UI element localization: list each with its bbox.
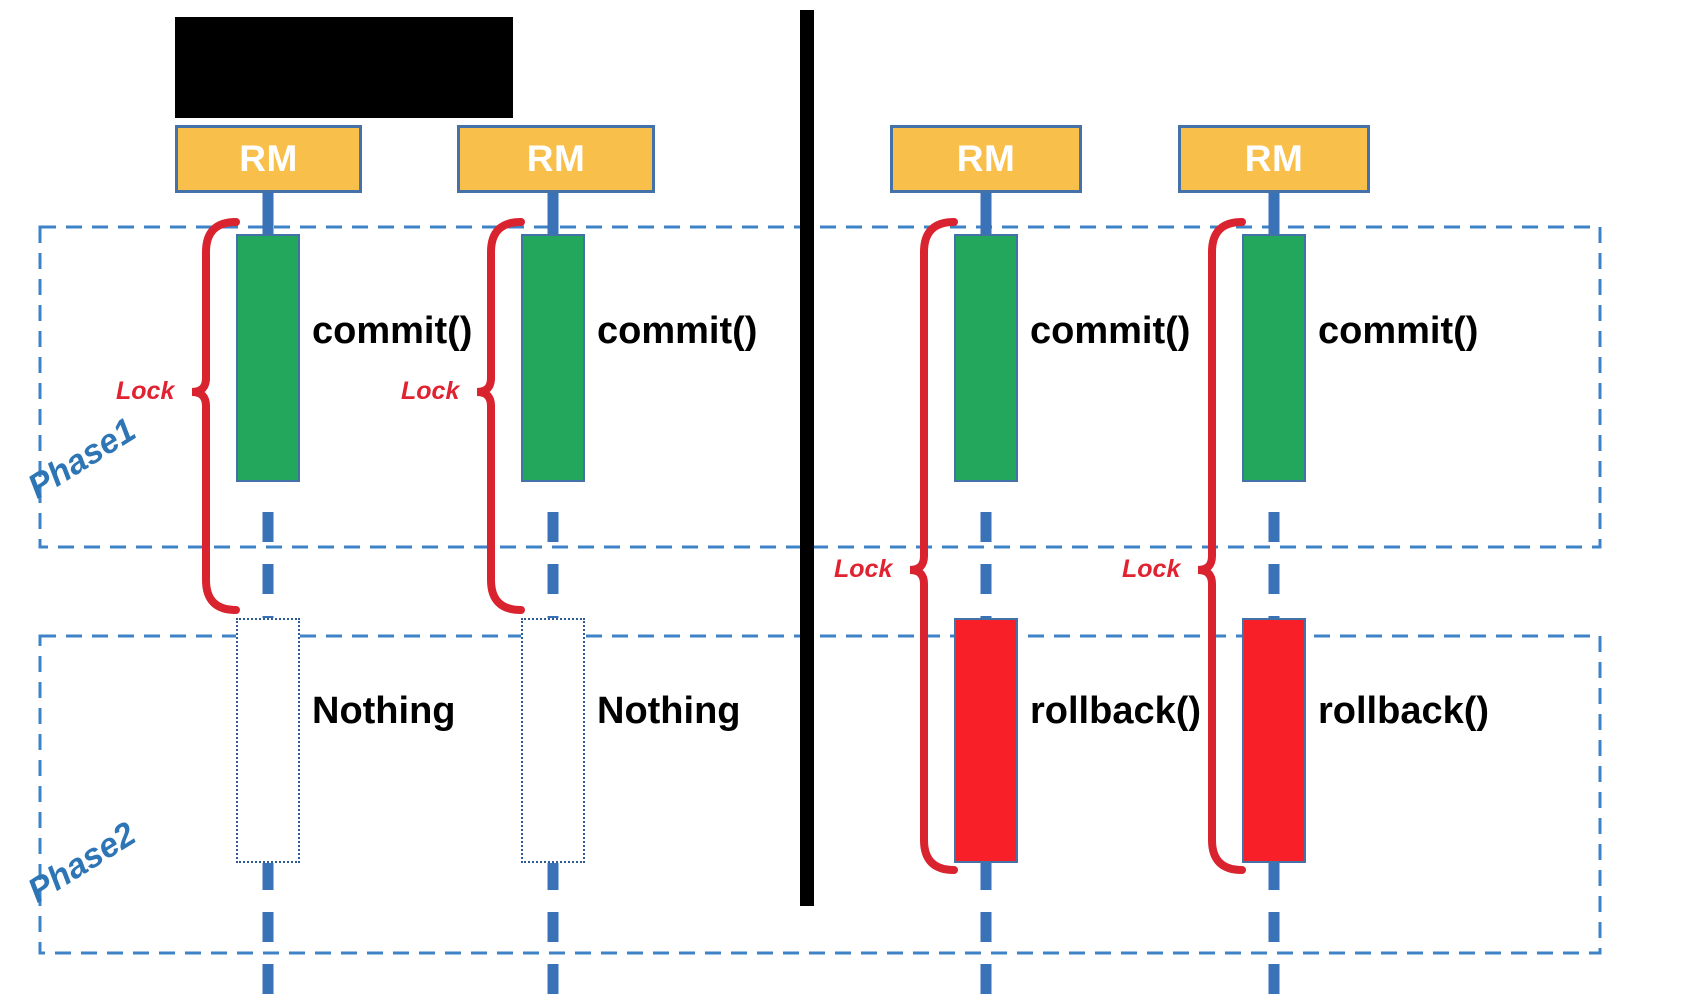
activation-rollback-4[interactable] [1242, 618, 1306, 863]
lock-label-3: Lock [834, 555, 893, 583]
activation-nothing-2[interactable] [521, 618, 585, 863]
activation-commit-4[interactable] [1242, 234, 1306, 482]
activation-label-commit-4: commit() [1318, 310, 1479, 352]
panel-divider-line [800, 10, 814, 906]
lock-label-4: Lock [1122, 555, 1181, 583]
lock-brace-2 [476, 218, 525, 614]
lock-brace-1 [191, 218, 240, 614]
lock-brace-4 [1197, 218, 1246, 874]
activation-label-nothing-1: Nothing [312, 690, 456, 732]
activation-label-commit-1: commit() [312, 310, 473, 352]
rm-box-3[interactable]: RM [890, 125, 1082, 193]
rm-box-4[interactable]: RM [1178, 125, 1370, 193]
phase2-boundary-box [38, 634, 1602, 955]
activation-label-nothing-2: Nothing [597, 690, 741, 732]
activation-nothing-1[interactable] [236, 618, 300, 863]
activation-commit-1[interactable] [236, 234, 300, 482]
activation-commit-3[interactable] [954, 234, 1018, 482]
phase1-boundary-box [38, 225, 1602, 549]
lock-brace-3 [909, 218, 958, 874]
lock-label-1: Lock [116, 377, 175, 405]
lock-label-2: Lock [401, 377, 460, 405]
activation-label-rollback-4: rollback() [1318, 690, 1490, 732]
activation-commit-2[interactable] [521, 234, 585, 482]
activation-label-commit-3: commit() [1030, 310, 1191, 352]
activation-label-rollback-3: rollback() [1030, 690, 1202, 732]
activation-rollback-3[interactable] [954, 618, 1018, 863]
activation-label-commit-2: commit() [597, 310, 758, 352]
redacted-title-block [175, 17, 513, 118]
rm-box-2[interactable]: RM [457, 125, 655, 193]
rm-box-1[interactable]: RM [175, 125, 362, 193]
